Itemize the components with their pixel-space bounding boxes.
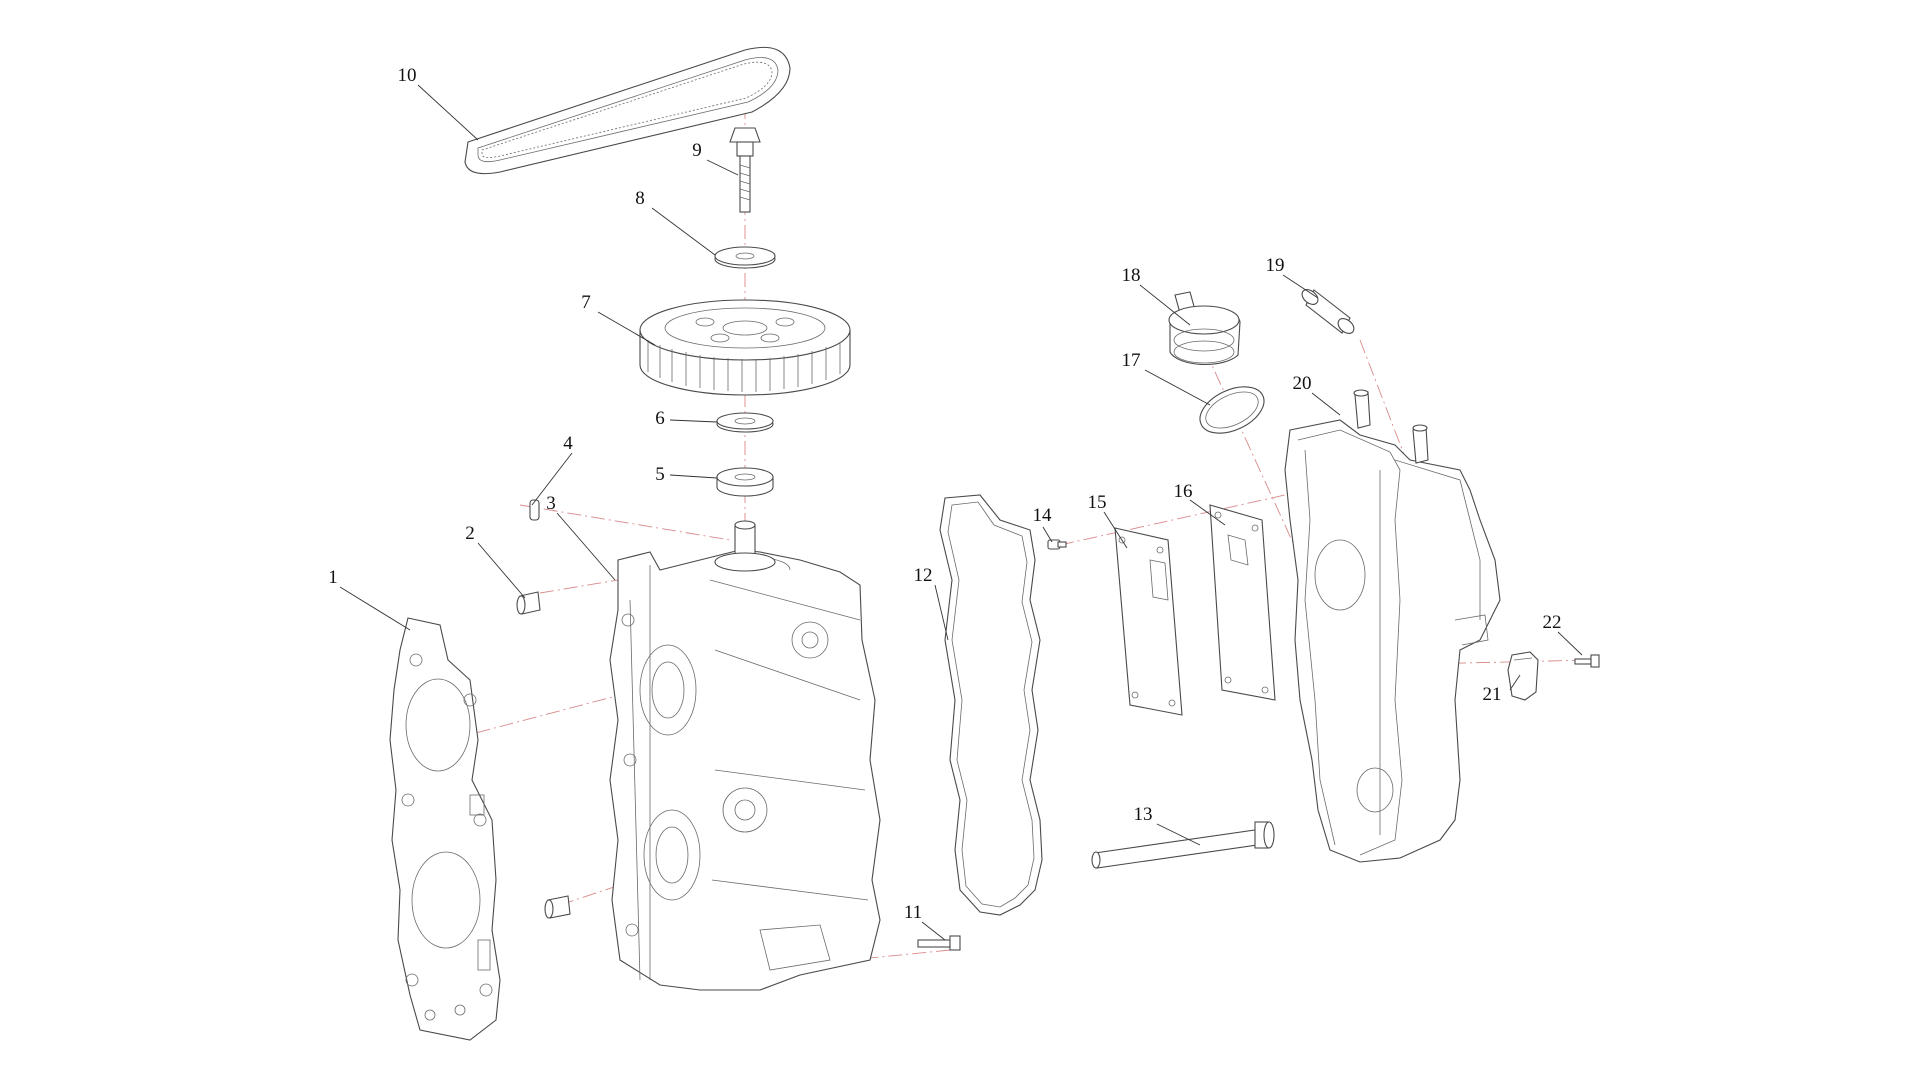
- part-20-head-cover: [1284, 389, 1501, 863]
- part-9-bolt: [729, 127, 761, 213]
- callout-11: 11: [904, 902, 922, 923]
- part-5-washer: [716, 467, 774, 497]
- part-13-long-bolt: [1091, 821, 1275, 869]
- part-17-o-ring: [1199, 386, 1265, 434]
- callout-7: 7: [581, 292, 591, 313]
- part-3-cylinder-head: [609, 520, 881, 991]
- callout-6: 6: [655, 408, 665, 429]
- callout-9: 9: [692, 140, 702, 161]
- part-18-thermostat-housing: [1168, 291, 1241, 366]
- callout-15: 15: [1088, 492, 1107, 513]
- part-12-cover-gasket: [939, 494, 1043, 916]
- callout-5: 5: [655, 464, 665, 485]
- part-14-screw: [1047, 539, 1067, 550]
- leader-lines: [339, 84, 1583, 941]
- part-21-clip: [1507, 651, 1539, 701]
- part-10-timing-belt: [464, 46, 791, 175]
- part-19-pipe: [1301, 289, 1355, 334]
- callout-14: 14: [1033, 505, 1053, 526]
- part-7-sprocket: [639, 299, 851, 396]
- callout-12: 12: [914, 565, 933, 586]
- part-11-bolt: [917, 935, 961, 951]
- callout-13: 13: [1134, 804, 1153, 825]
- callout-17: 17: [1122, 350, 1141, 371]
- callout-numbers: 1 2 3 4 5 6 7 8 9 10 11 12 13 14 15 16 1…: [328, 65, 1561, 923]
- part-4-pin: [529, 499, 540, 521]
- callout-1: 1: [328, 567, 338, 588]
- callout-8: 8: [635, 188, 645, 209]
- callout-16: 16: [1174, 481, 1193, 502]
- part-6-washer: [716, 412, 774, 433]
- part-2-dowel-pins: [516, 591, 571, 919]
- callout-20: 20: [1293, 373, 1312, 394]
- callout-22: 22: [1543, 612, 1562, 633]
- callout-4: 4: [563, 433, 573, 454]
- part-22-screw: [1574, 654, 1600, 668]
- part-15-plate: [1114, 527, 1183, 716]
- part-8-washer: [714, 246, 776, 269]
- callout-21: 21: [1483, 684, 1502, 705]
- callout-18: 18: [1122, 265, 1141, 286]
- callout-3: 3: [546, 493, 556, 514]
- part-1-head-gasket: [389, 617, 501, 1041]
- callout-19: 19: [1266, 255, 1285, 276]
- callout-10: 10: [398, 65, 417, 86]
- part-16-plate-gasket: [1209, 504, 1276, 701]
- callout-2: 2: [465, 523, 475, 544]
